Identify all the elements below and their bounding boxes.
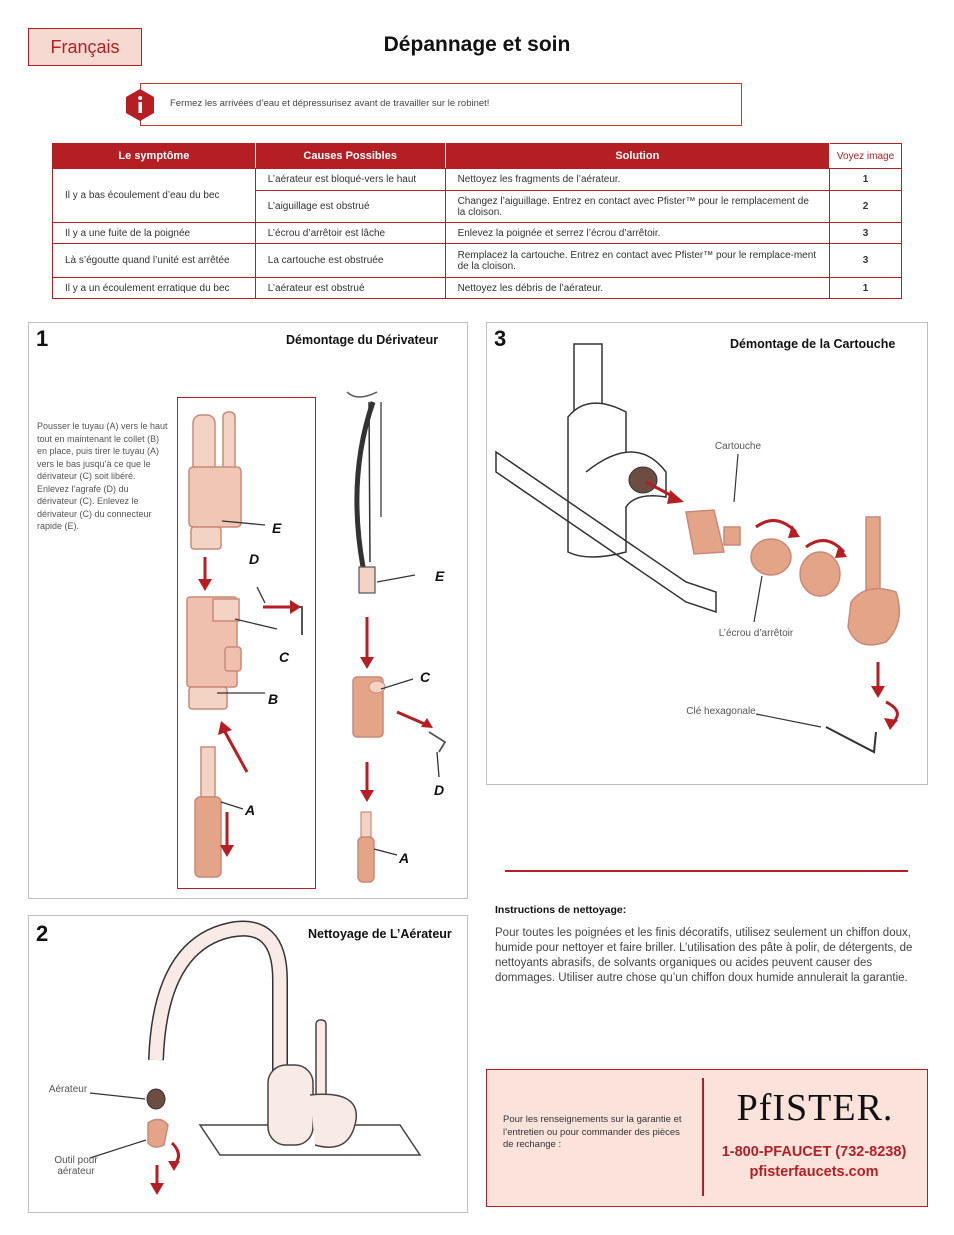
symptom-cell: Il y a une fuite de la poignée <box>52 222 256 244</box>
phone-number[interactable]: 1-800-PFAUCET (732-8238) <box>721 1144 907 1160</box>
pfister-logo: PfISTER. <box>736 1087 894 1129</box>
solution-cell: Changez l’aiguillage. Entrez en contact … <box>444 190 831 223</box>
cause-cell: L’aérateur est bloqué-vers le haut <box>254 168 446 191</box>
aerator-tool-label: Outil pour aérateur <box>54 1155 98 1177</box>
divider-line <box>505 870 908 872</box>
label-a-assembly: A <box>399 850 410 866</box>
retaining-nut-label: L’écrou d’arrêtoir <box>718 628 794 639</box>
info-icon <box>126 89 154 121</box>
cleaning-text: Pour toutes les poignées et les finis dé… <box>495 927 913 984</box>
contact-box: Pour les renseignements sur la garantie … <box>486 1069 928 1207</box>
page-title: Dépannage et soin <box>383 33 571 56</box>
aerator-label: Aérateur <box>48 1084 88 1095</box>
table-row: Il y a un écoulement erratique du bec L’… <box>52 277 902 299</box>
label-c-detail: C <box>279 649 290 665</box>
panel-title: Démontage de la Cartouche <box>730 337 896 351</box>
diverter-detail-frame <box>177 397 316 889</box>
panel-number: 3 <box>494 326 507 351</box>
solution-cell: Nettoyez les fragments de l’aérateur. <box>444 168 831 191</box>
cause-cell: L’écrou d’arrêtoir est lâche <box>254 222 446 244</box>
symptom-cell: Il y a un écoulement erratique du bec <box>52 277 256 299</box>
diverter-instructions: Pousser le tuyau (A) vers le haut tout e… <box>37 421 168 531</box>
header-see-image: Voyez image <box>829 143 902 169</box>
label-e-detail: E <box>272 520 282 536</box>
troubleshooting-table: Le symptôme Causes Possibles Solution Vo… <box>52 143 902 299</box>
diverter-illustration <box>186 391 447 883</box>
warning-text: Fermez les arrivées d’eau et dépressuris… <box>170 98 490 109</box>
panel-number: 2 <box>36 921 49 946</box>
cause-cell: La cartouche est obstruée <box>254 243 446 278</box>
solution-cell: Remplacez la cartouche. Entrez en contac… <box>444 243 831 278</box>
label-a-detail: A <box>245 802 256 818</box>
image-ref-cell: 1 <box>829 277 902 299</box>
table-row: Il y a bas écoulement d’eau du bec L’aér… <box>52 168 902 223</box>
label-b-detail: B <box>268 691 279 707</box>
image-ref-cell: 1 <box>829 168 902 191</box>
table-row: Là s’égoutte quand l’unité est arrêtée L… <box>52 243 902 278</box>
solution-cell: Enlevez la poignée et serrez l’écrou d’a… <box>444 222 831 244</box>
contact-text: Pour les renseignements sur la garantie … <box>503 1114 682 1150</box>
table-row: Il y a une fuite de la poignée L’écrou d… <box>52 222 902 244</box>
header-causes: Causes Possibles <box>254 143 446 169</box>
hex-key-label: Clé hexagonale <box>686 706 756 717</box>
label-c-assembly: C <box>420 669 431 685</box>
label-d-assembly: D <box>434 782 445 798</box>
cartridge-illustration <box>495 343 901 754</box>
panel-title: Démontage du Dérivateur <box>286 333 439 347</box>
cause-cell: L’aiguillage est obstrué <box>254 190 446 223</box>
cause-cell: L’aérateur est obstrué <box>254 277 446 299</box>
solution-cell: Nettoyez les débris de l’aérateur. <box>444 277 831 299</box>
panel-aerator-cleaning <box>28 915 468 1213</box>
language-tab[interactable]: Français <box>28 28 142 66</box>
image-ref-cell: 3 <box>829 222 902 244</box>
aerator-illustration <box>148 920 422 1156</box>
header-solution: Solution <box>444 143 831 169</box>
panel-diverter-removal <box>28 322 468 899</box>
panel-title: Nettoyage de L’Aérateur <box>308 927 452 941</box>
image-ref-cell: 3 <box>829 243 902 278</box>
table-header-row: Le symptôme Causes Possibles Solution Vo… <box>52 143 902 169</box>
symptom-cell: Il y a bas écoulement d’eau du bec <box>52 168 256 223</box>
label-d-detail: D <box>249 551 260 567</box>
label-e-assembly: E <box>435 568 445 584</box>
header-symptom: Le symptôme <box>52 143 256 169</box>
symptom-cell: Là s’égoutte quand l’unité est arrêtée <box>52 243 256 278</box>
image-ref-cell: 2 <box>829 190 902 223</box>
panel-number: 1 <box>36 326 49 351</box>
cartridge-label: Cartouche <box>714 441 762 452</box>
contact-divider <box>702 1078 704 1196</box>
website-link[interactable]: pfisterfaucets.com <box>749 1164 879 1180</box>
aerator-part-illustration <box>89 1088 180 1195</box>
cleaning-title: Instructions de nettoyage: <box>495 904 627 916</box>
